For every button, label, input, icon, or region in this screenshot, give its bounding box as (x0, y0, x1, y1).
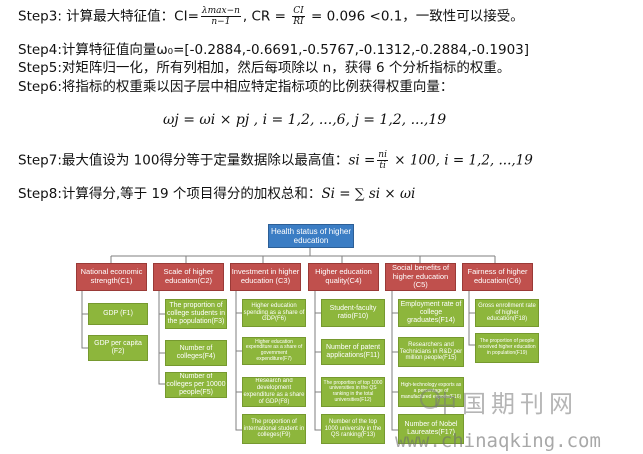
step7-si: si = (348, 152, 376, 169)
watermark-logo-icon (420, 389, 440, 409)
step7-text: Step7:最大值设为 100得分等于定量数据除以最高值： (18, 152, 349, 169)
indicator-f7: Higher education expenditure as a share … (242, 337, 306, 365)
indicator-f5: Number of colleges per 10000 people(F5) (165, 372, 227, 398)
step8-line: Step8:计算得分,等于 19 个项目得分的加权总和：Si = ∑ si × … (18, 185, 415, 203)
step3-text: 计算最大特征值：CI= (61, 8, 199, 25)
indicator-f18: Gross enrollment rate of higher educatio… (475, 299, 539, 327)
criterion-c3: Investment in higher education (C3) (230, 263, 301, 291)
indicator-f17: Number of Nobel Laureates(F17) (398, 414, 464, 444)
ci-denominator: n−1 (211, 17, 231, 27)
criterion-c5: Social benefits of higher education (C5) (385, 263, 456, 291)
indicator-f9: The proportion of international student … (242, 414, 306, 444)
step3-end: = 0.096 <0.1，一致性可以接受。 (306, 8, 524, 25)
step4-line: Step4:计算特征值向量ω₀=[-0.2884,-0.6691,-0.5767… (18, 42, 530, 58)
ci-numerator: λmax−n (200, 6, 241, 17)
indicator-f12: The proportion of top 1000 universities … (321, 377, 385, 407)
cr-numerator: CI (292, 6, 305, 17)
indicator-f8: Research and development expenditure as … (242, 377, 306, 407)
indicator-f2: GDP per capita (F2) (88, 335, 148, 361)
indicator-f11: Number of patent applications(F11) (321, 339, 385, 365)
indicator-f14: Employment rate of college graduates(F14… (398, 299, 464, 327)
cr-denominator: RI (293, 17, 304, 27)
indicator-f13: Number of the top 1000 university in the… (321, 414, 385, 444)
step6-line: Step6:将指标的权重乘以因子层中相应特定指标项的比例获得权重向量： (18, 79, 454, 95)
indicator-f1: GDP (F1) (88, 303, 148, 325)
step7-end: × 100, i = 1,2, ...,19 (389, 152, 533, 169)
indicator-f3: The proportion of college students in th… (165, 299, 227, 329)
indicator-f4: Number of colleges(F4) (165, 340, 227, 366)
indicator-f19: The proportion of people received higher… (475, 333, 539, 363)
step8-formula: Si = ∑ si × ωi (321, 186, 416, 202)
step8-text: Step8:计算得分,等于 19 个项目得分的加权总和： (18, 186, 322, 202)
step3-mid: , CR = (242, 8, 291, 25)
step5-line: Step5:对矩阵归一化，所有列相加，然后每项除以 n，获得 6 个分析指标的权… (18, 60, 511, 76)
root-node: Health status of higher education (268, 224, 354, 248)
criterion-c2: Scale of higher education(C2) (153, 263, 224, 291)
watermark-cn: 中国期刊网 (433, 390, 578, 418)
criterion-c6: Fairness of higher education(C6) (462, 263, 533, 291)
criterion-c1: National economic strength(C1) (76, 263, 147, 291)
score-numerator: ni (377, 150, 388, 161)
step3-label: Step3: (18, 8, 62, 25)
criterion-c4: Higher education quality(C4) (308, 263, 379, 291)
indicator-f6: Higher education spending as a share of … (242, 299, 306, 327)
indicator-f10: Student-faculty ratio(F10) (321, 299, 385, 327)
indicator-f15: Researchers and Technicians in R&D per m… (398, 337, 464, 367)
watermark-url: www.chinaqking.com (395, 430, 601, 452)
score-denominator: ti (379, 161, 386, 171)
weight-equation: ωj = ωi × pj , i = 1,2, ...,6, j = 1,2, … (163, 112, 447, 128)
